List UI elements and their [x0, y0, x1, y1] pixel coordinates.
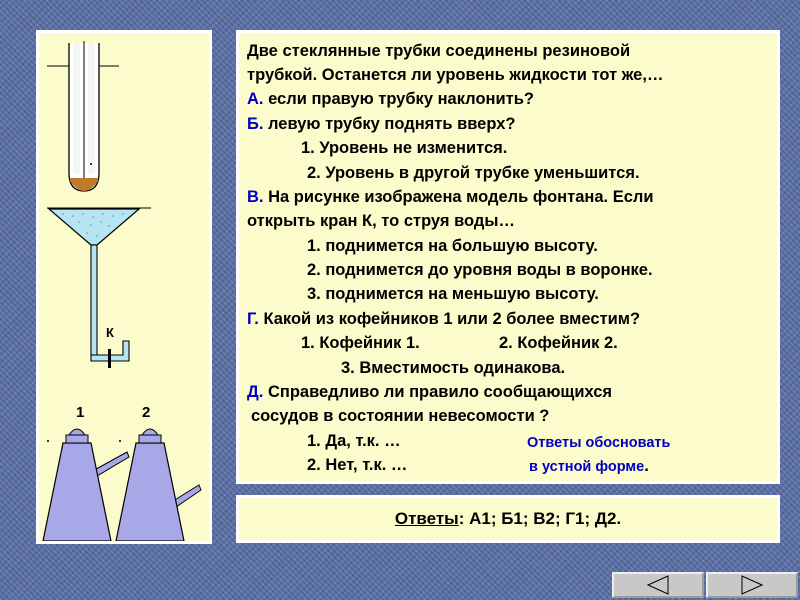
question-v-text: На рисунке изображена модель фонтана. Ес… — [268, 188, 654, 206]
question-a-text: если правую трубку наклонить? — [268, 90, 534, 108]
answers-text: : А1; Б1; В2; Г1; Д2. — [458, 509, 622, 528]
tube-highlight-left — [73, 43, 80, 173]
tap-label: К — [106, 325, 114, 340]
option-g2: 2. Кофейник 2. — [499, 334, 618, 352]
option-b2: 2. Уровень в другой трубке уменьшится. — [307, 164, 640, 182]
question-b-text: левую трубку поднять вверх? — [268, 115, 516, 133]
coffeepot-1-lid — [68, 428, 86, 436]
coffeepot-1-level-dot — [47, 440, 49, 442]
question-b: Б. левую трубку поднять вверх? — [247, 115, 515, 134]
question-a: А. если правую трубку наклонить? — [247, 90, 534, 109]
option-b1: 1. Уровень не изменится. — [301, 139, 508, 157]
question-v-line-2: открыть кран К, то струя воды… — [247, 212, 515, 230]
question-g-marker: Г. — [247, 310, 259, 328]
question-d-marker: Д. — [247, 383, 264, 401]
tube-highlight-right — [88, 43, 95, 173]
prev-slide-button[interactable] — [612, 572, 704, 598]
option-d2: 2. Нет, т.к. … — [307, 456, 408, 474]
option-v3: 3. поднимется на меньшую высоту. — [307, 285, 599, 303]
option-d1: 1. Да, т.к. … — [307, 432, 401, 450]
question-b-marker: Б. — [247, 115, 264, 133]
physics-illustration: К 1 2 — [42, 41, 202, 541]
connected-tubes-figure — [47, 41, 119, 192]
question-v-marker: В. — [247, 188, 264, 206]
note-line-2: в устной форме. — [529, 457, 649, 476]
funnel-water-texture — [62, 213, 124, 237]
coffeepot-1-body — [42, 442, 112, 541]
question-g: Г. Какой из кофейников 1 или 2 более вме… — [247, 310, 640, 329]
tap-valve — [108, 349, 111, 368]
coffeepot-2-spout — [172, 484, 202, 508]
note-line-1: Ответы обосновать — [527, 433, 670, 452]
triangle-left-icon — [646, 575, 669, 595]
question-a-marker: А. — [247, 90, 264, 108]
option-g1: 1. Кофейник 1. — [301, 334, 420, 352]
answers-label: Ответы — [394, 509, 459, 528]
question-d: Д. Справедливо ли правило сообщающихся — [247, 383, 612, 402]
coffeepot-1-neck — [65, 434, 89, 444]
coffeepot-1-label: 1 — [76, 404, 84, 421]
coffeepot-2-lid — [141, 428, 159, 436]
answers-line: Ответы: А1; Б1; В2; Г1; Д2. — [395, 509, 621, 528]
intro-line-2: трубкой. Останется ли уровень жидкости т… — [247, 66, 664, 84]
fountain-figure: К — [47, 207, 151, 368]
note-text-2: в устной форме — [529, 459, 645, 475]
question-panel: Две стеклянные трубки соединены резиново… — [236, 30, 780, 484]
coffeepot-2 — [115, 428, 202, 541]
coffeepot-1 — [42, 428, 130, 541]
next-slide-button[interactable] — [706, 572, 798, 598]
illustration-panel: К 1 2 — [36, 30, 212, 544]
fountain-pipe-bend — [90, 340, 130, 362]
note-text-1: Ответы обосновать — [527, 435, 671, 451]
coffeepots-figure: 1 2 — [42, 404, 202, 541]
coffeepot-2-level-dot — [119, 440, 121, 442]
question-d-text: Справедливо ли правило сообщающихся — [267, 383, 613, 401]
question-d-line-2: сосудов в состоянии невесомости ? — [251, 407, 550, 425]
note-dot: . — [644, 457, 649, 475]
sediment-fill — [70, 178, 98, 191]
intro-line-1: Две стеклянные трубки соединены резиново… — [247, 42, 631, 60]
question-v: В. На рисунке изображена модель фонтана.… — [247, 188, 654, 207]
option-v1: 1. поднимется на большую высоту. — [307, 237, 598, 255]
option-g3: 3. Вместимость одинакова. — [341, 359, 566, 377]
tube-dot — [90, 163, 92, 165]
triangle-right-icon — [741, 575, 764, 595]
coffeepot-2-neck — [138, 434, 162, 444]
fountain-pipe-vertical — [90, 244, 98, 356]
question-g-text: Какой из кофейников 1 или 2 более вмести… — [263, 310, 641, 328]
coffeepot-2-label: 2 — [142, 404, 150, 421]
option-v2: 2. поднимется до уровня воды в воронке. — [307, 261, 653, 279]
answers-panel: Ответы: А1; Б1; В2; Г1; Д2. — [236, 495, 780, 543]
